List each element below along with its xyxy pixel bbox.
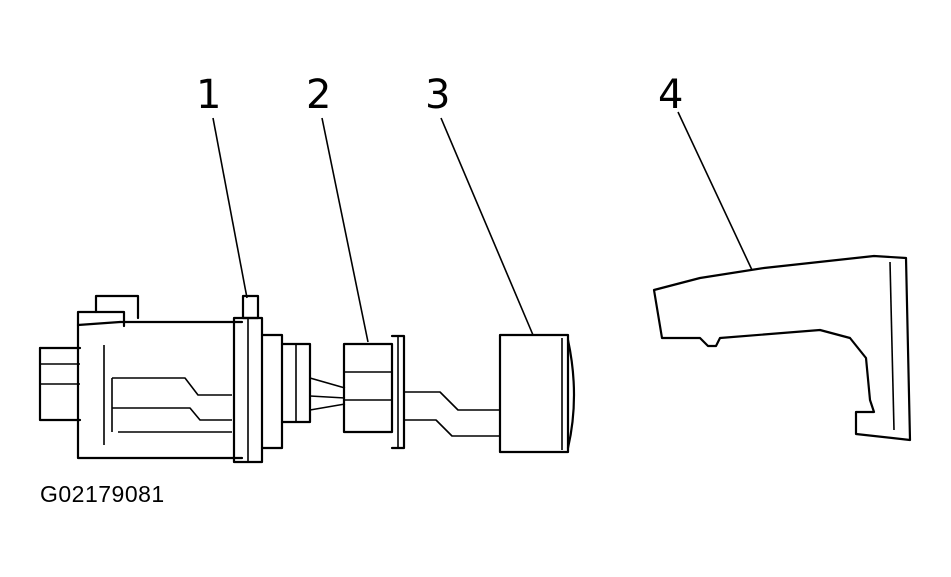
part-4-bracket xyxy=(652,254,912,442)
callout-2: 2 xyxy=(306,72,331,118)
leader-line-3 xyxy=(440,117,534,336)
wire-harness xyxy=(404,391,500,437)
callout-4: 4 xyxy=(658,72,683,118)
leader-line-4 xyxy=(677,111,753,271)
leader-line-2 xyxy=(321,117,369,343)
part-3-cover-cap xyxy=(498,333,576,454)
callout-1: 1 xyxy=(196,72,221,118)
leader-line-1 xyxy=(212,117,248,299)
figure-id: G02179081 xyxy=(40,481,165,507)
part-2-terminal-block xyxy=(342,334,406,450)
callout-3: 3 xyxy=(425,72,450,118)
part-1-connector-housing xyxy=(38,294,346,464)
